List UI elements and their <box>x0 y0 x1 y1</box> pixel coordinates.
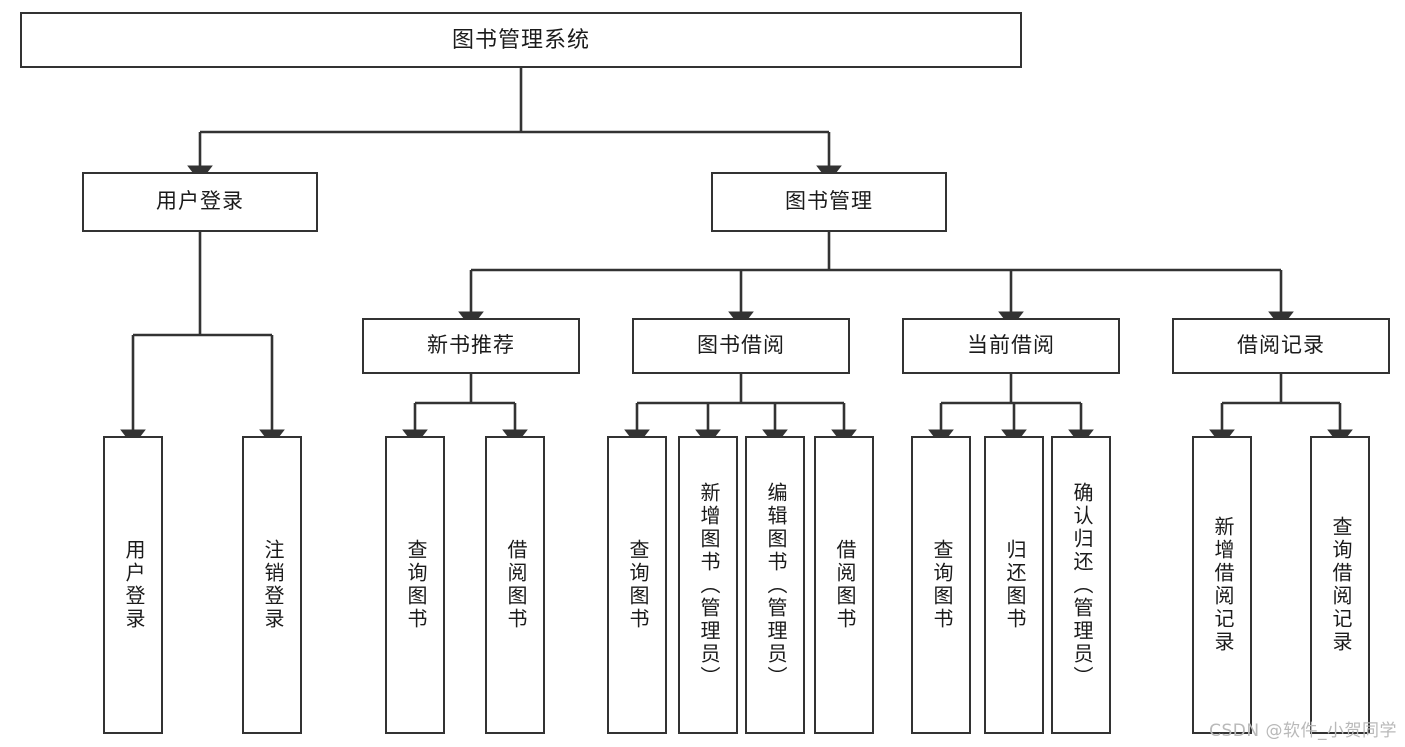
node-label: 查询借阅记录 <box>1329 516 1351 654</box>
node-leaf-confirm-return[interactable]: 确认归还（管理员） <box>1051 436 1111 734</box>
node-leaf-add-book[interactable]: 新增图书（管理员） <box>678 436 738 734</box>
node-leaf-add-record[interactable]: 新增借阅记录 <box>1192 436 1252 734</box>
node-label: 用户登录 <box>156 189 244 213</box>
node-leaf-query-record[interactable]: 查询借阅记录 <box>1310 436 1370 734</box>
node-leaf-user-login[interactable]: 用户登录 <box>103 436 163 734</box>
node-label: 注销登录 <box>261 539 283 631</box>
node-leaf-query-book-1[interactable]: 查询图书 <box>385 436 445 734</box>
node-label: 新增借阅记录 <box>1211 516 1233 654</box>
node-leaf-logout[interactable]: 注销登录 <box>242 436 302 734</box>
node-leaf-query-book-2[interactable]: 查询图书 <box>607 436 667 734</box>
connector-paths <box>120 68 1353 447</box>
node-current-borrow[interactable]: 当前借阅 <box>902 318 1120 374</box>
node-label: 查询图书 <box>404 539 426 631</box>
node-label: 图书管理 <box>785 189 873 213</box>
node-leaf-edit-book[interactable]: 编辑图书（管理员） <box>745 436 805 734</box>
node-leaf-borrow-book-1[interactable]: 借阅图书 <box>485 436 545 734</box>
node-label: 借阅记录 <box>1237 333 1325 357</box>
node-label: 查询图书 <box>626 539 648 631</box>
node-label: 新书推荐 <box>427 333 515 357</box>
node-label: 用户登录 <box>122 539 144 631</box>
node-label: 图书借阅 <box>697 333 785 357</box>
node-label: 归还图书 <box>1003 539 1025 631</box>
node-label: 查询图书 <box>930 539 952 631</box>
node-leaf-return-book[interactable]: 归还图书 <box>984 436 1044 734</box>
node-root[interactable]: 图书管理系统 <box>20 12 1022 68</box>
node-label: 借阅图书 <box>504 539 526 631</box>
node-label: 编辑图书（管理员） <box>764 481 786 689</box>
watermark-label: CSDN @软件_小贺同学 <box>1209 721 1397 741</box>
node-label: 图书管理系统 <box>451 27 590 53</box>
node-leaf-borrow-book-2[interactable]: 借阅图书 <box>814 436 874 734</box>
node-book-borrow[interactable]: 图书借阅 <box>632 318 850 374</box>
node-label: 确认归还（管理员） <box>1070 481 1092 689</box>
node-new-book-recommend[interactable]: 新书推荐 <box>362 318 580 374</box>
node-user-login[interactable]: 用户登录 <box>82 172 318 232</box>
node-book-manage[interactable]: 图书管理 <box>711 172 947 232</box>
node-label: 借阅图书 <box>833 539 855 631</box>
node-label: 当前借阅 <box>967 333 1055 357</box>
node-leaf-query-book-3[interactable]: 查询图书 <box>911 436 971 734</box>
node-borrow-record[interactable]: 借阅记录 <box>1172 318 1390 374</box>
node-label: 新增图书（管理员） <box>697 481 719 689</box>
